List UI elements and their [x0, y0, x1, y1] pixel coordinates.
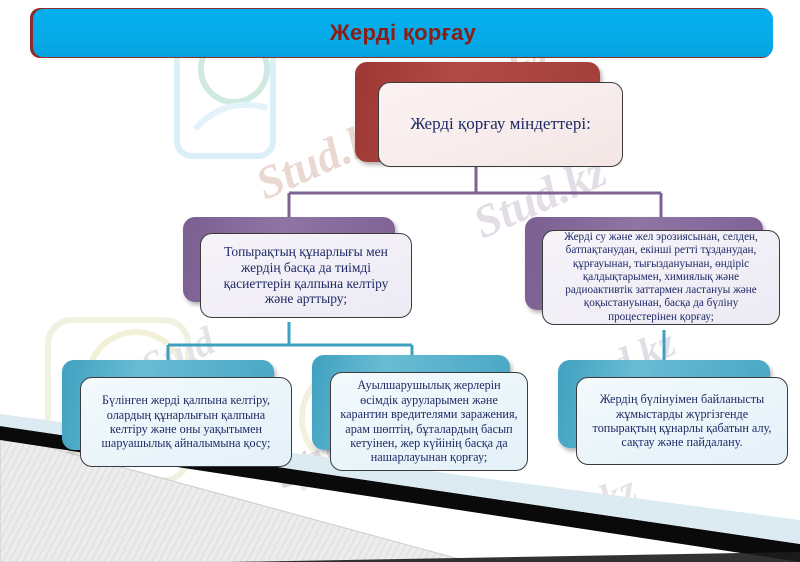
node-label: Топырақтың құнарлығы мен жердің басқа да…	[223, 243, 389, 307]
node-label: Жерді су және жел эрозиясынан, селден, б…	[564, 231, 758, 323]
node-label: Жердің бүлінуімен байланысты жұмыстарды …	[592, 392, 772, 450]
page-title: Жерді қорғау	[329, 20, 477, 45]
slide-title-banner: Жерді қорғау	[30, 8, 773, 58]
node-root-label: Жерді қорғау міндеттері:	[410, 114, 591, 134]
node-front: Топырақтың құнарлығы мен жердің басқа да…	[200, 233, 412, 318]
banner-body: Жерді қорғау	[33, 9, 773, 57]
node-label: Ауылшарушылық жерлерін өсімдік ауруларым…	[340, 378, 518, 465]
node-root-front: Жерді қорғау міндеттері:	[378, 82, 623, 167]
node-front: Жердің бүлінуімен байланысты жұмыстарды …	[576, 377, 788, 465]
node-level3-restoration[interactable]: Бүлінген жерді қалпына келтіру, олардың …	[62, 360, 292, 467]
watermark-text: kz	[592, 465, 644, 522]
node-front: Бүлінген жерді қалпына келтіру, олардың …	[80, 377, 292, 467]
node-level3-agricultural-protection[interactable]: Ауылшарушылық жерлерін өсімдік ауруларым…	[312, 355, 528, 471]
node-level2-soil-fertility[interactable]: Топырақтың құнарлығы мен жердің басқа да…	[183, 217, 412, 318]
node-front: Жерді су және жел эрозиясынан, селден, б…	[542, 230, 780, 325]
node-front: Ауылшарушылық жерлерін өсімдік ауруларым…	[330, 372, 528, 471]
node-root[interactable]: Жерді қорғау міндеттері:	[355, 62, 623, 167]
node-level2-erosion-protection[interactable]: Жерді су және жел эрозиясынан, селден, б…	[525, 217, 780, 325]
node-label: Бүлінген жерді қалпына келтіру, олардың …	[101, 393, 271, 451]
node-level3-topsoil-preservation[interactable]: Жердің бүлінуімен байланысты жұмыстарды …	[558, 360, 788, 465]
